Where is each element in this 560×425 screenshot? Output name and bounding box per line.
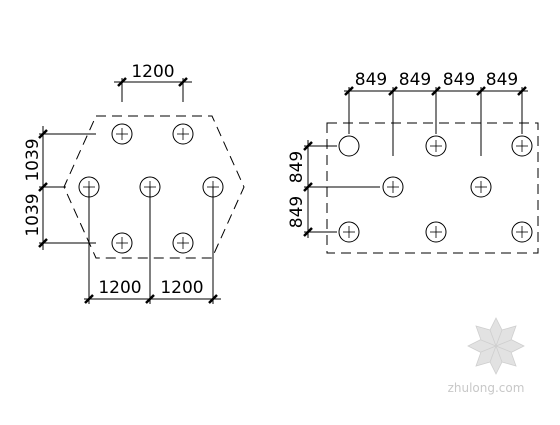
pile <box>511 221 533 243</box>
dimension-label-top: 1200 <box>131 62 174 82</box>
dimension-label-left-lower: 849 <box>287 196 307 228</box>
rectangular-cap-outline <box>326 122 539 254</box>
dimension-label-top: 849 <box>399 70 431 90</box>
pile <box>111 232 133 254</box>
dimension-label-left-upper: 1039 <box>23 138 43 181</box>
dimension-bottom <box>84 187 221 304</box>
dimension-label-top: 849 <box>355 70 387 90</box>
dimension-label-bottom-left: 1200 <box>98 278 141 298</box>
pile <box>511 135 533 157</box>
watermark-text: zhulong.com <box>448 381 525 395</box>
dimension-label-bottom-right: 1200 <box>160 278 203 298</box>
pile <box>425 221 447 243</box>
pile <box>425 135 447 157</box>
pile <box>338 135 360 157</box>
hexagonal-pile-cap: 1200 1039 1039 1200 1200 <box>23 62 245 304</box>
dimension-label-top: 849 <box>443 70 475 90</box>
dimension-label-left-upper: 849 <box>287 151 307 183</box>
dimension-left <box>38 126 96 250</box>
pile <box>111 123 133 145</box>
pile <box>172 232 194 254</box>
pile <box>382 176 404 198</box>
dimension-top <box>114 77 192 102</box>
pile <box>338 221 360 243</box>
dimension-label-left-lower: 1039 <box>23 193 43 236</box>
watermark: zhulong.com <box>448 317 525 395</box>
watermark-logo <box>467 317 525 375</box>
dimension-left <box>303 140 380 238</box>
dimension-label-top: 849 <box>486 70 518 90</box>
pile <box>470 176 492 198</box>
rectangular-pile-cap: 849 849 849 849 849 849 <box>287 70 539 254</box>
pile <box>172 123 194 145</box>
dimension-top <box>344 86 528 156</box>
